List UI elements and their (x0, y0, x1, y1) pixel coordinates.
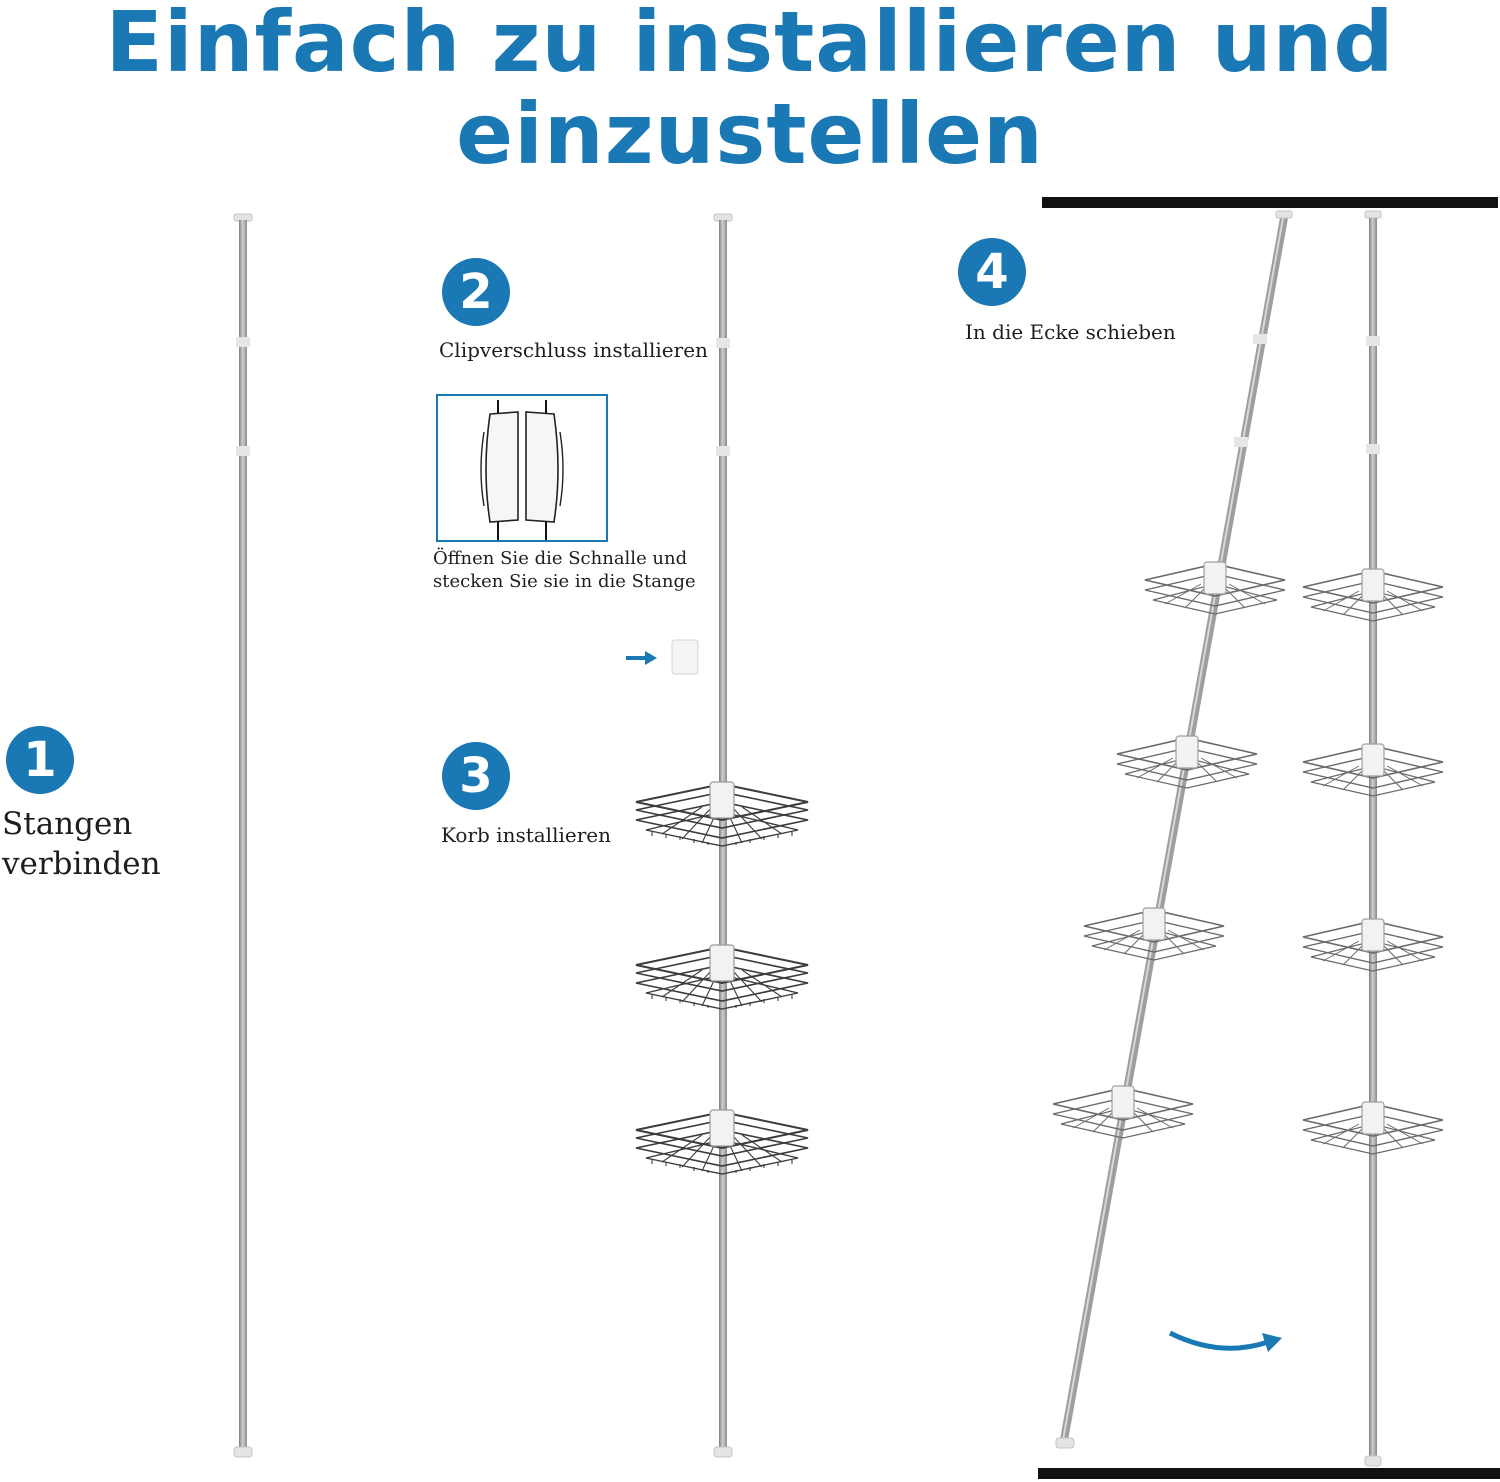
ceiling-line (1042, 197, 1498, 208)
clip-detail-icon (480, 400, 564, 540)
step-1-label-line-1: Stangen (2, 806, 133, 842)
curved-arrow-icon (1168, 1330, 1282, 1352)
step-3-badge: 3 (442, 742, 510, 810)
clip-note-line-2: stecken Sie sie in die Stange (433, 571, 696, 592)
step-1-badge: 1 (6, 726, 74, 794)
clip-detail-box (436, 394, 608, 542)
step-4-label: In die Ecke schieben (965, 320, 1176, 344)
step-4-badge: 4 (958, 238, 1026, 306)
step-2-label: Clipverschluss installieren (439, 338, 708, 362)
step-3-label: Korb installieren (441, 823, 611, 847)
pole-step-4-tilted (1052, 210, 1293, 1449)
page-title-line-2: einzustellen (456, 85, 1044, 183)
page-title-line-1: Einfach zu installieren und (105, 0, 1395, 91)
floor-line (1038, 1468, 1500, 1479)
pole-step-4-upright (1302, 210, 1444, 1467)
clip-note-line-1: Öffnen Sie die Schnalle und (433, 548, 688, 569)
pole-step-2-3 (635, 213, 809, 1458)
step-2-badge: 2 (442, 258, 510, 326)
step-1-label-line-2: verbinden (2, 846, 161, 882)
clip-arrow (626, 639, 699, 675)
pole-step-1 (233, 213, 253, 1458)
